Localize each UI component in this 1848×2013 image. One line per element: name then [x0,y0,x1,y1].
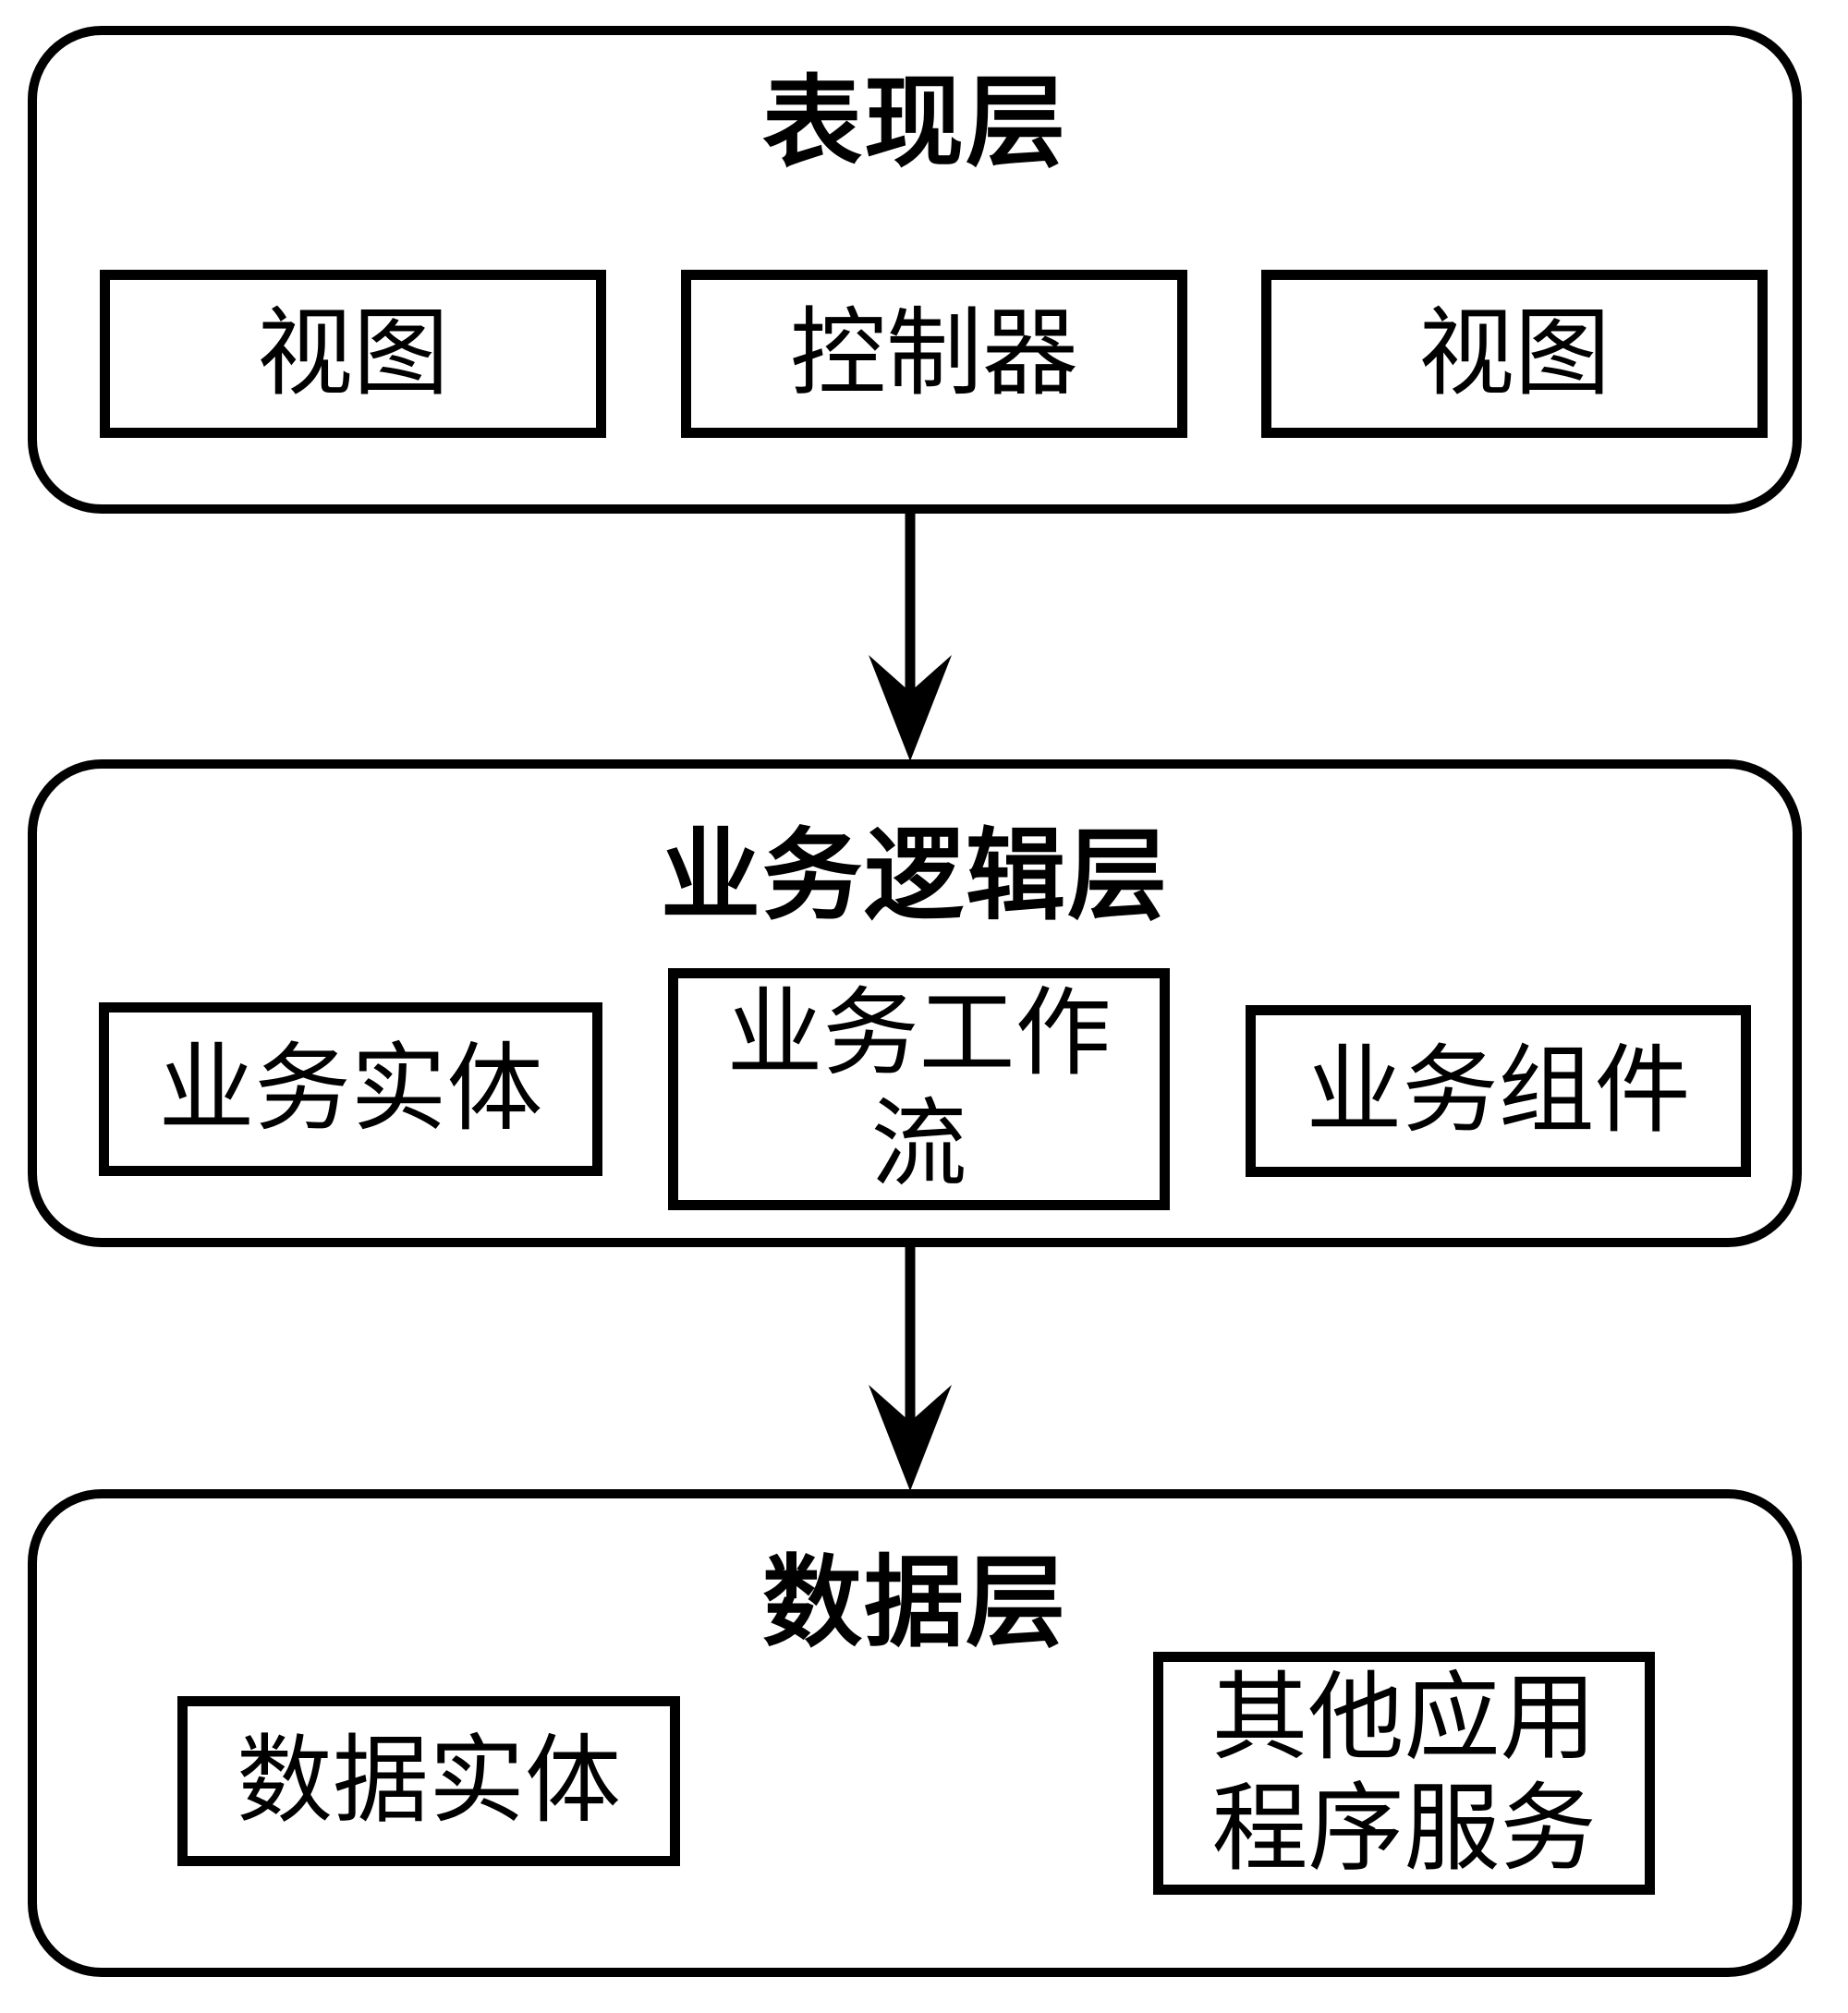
box-business-component: 业务组件 [1246,1005,1751,1177]
box-business-workflow: 业务工作流 [668,968,1170,1210]
box-other-application-services-label: 其他应用程序服务 [1211,1660,1597,1885]
box-data-entity: 数据实体 [177,1696,680,1866]
box-data-entity-label: 数据实体 [236,1724,621,1837]
layer-presentation-title: 表现层 [761,66,1067,181]
box-business-workflow-label: 业务工作流 [726,976,1112,1200]
layer-data-title: 数据层 [761,1546,1067,1661]
layer-business-logic-title: 业务逻辑层 [660,819,1169,934]
box-view-left-label: 视图 [256,297,449,410]
layer-business-logic: 业务逻辑层 业务实体 业务工作流 业务组件 [28,759,1802,1247]
arrow-business-to-data [869,1245,952,1491]
box-view-right: 视图 [1261,270,1768,438]
arrow-head-down-icon [869,1385,952,1491]
arrow-presentation-to-business [869,511,952,761]
box-business-entity: 业务实体 [99,1002,602,1176]
box-other-application-services: 其他应用程序服务 [1153,1652,1655,1895]
box-business-component-label: 业务组件 [1306,1034,1691,1147]
layer-data: 数据层 数据实体 其他应用程序服务 [28,1489,1802,1977]
arrow-shaft [905,511,916,692]
box-view-left: 视图 [100,270,606,438]
arrow-head-down-icon [869,655,952,761]
box-view-right-label: 视图 [1417,297,1611,410]
arrow-shaft [905,1245,916,1422]
box-controller: 控制器 [681,270,1187,438]
layer-presentation: 表现层 视图 控制器 视图 [28,26,1802,514]
box-controller-label: 控制器 [789,297,1078,410]
box-business-entity-label: 业务实体 [158,1032,543,1146]
